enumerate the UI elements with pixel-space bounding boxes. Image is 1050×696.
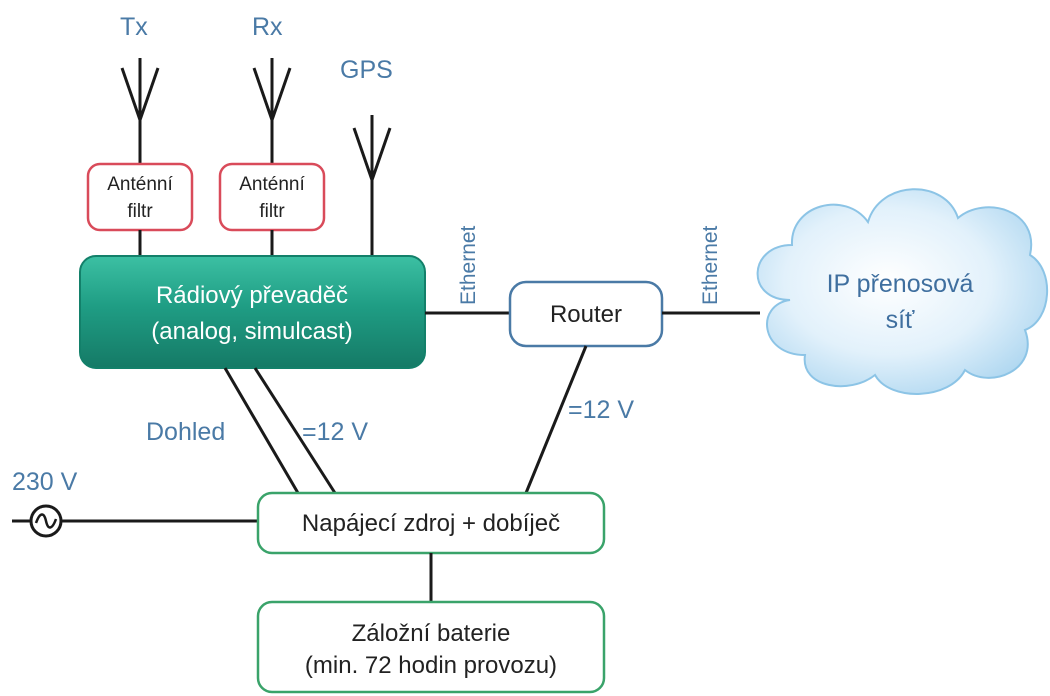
backup-battery-box: Záložní baterie (min. 72 hodin provozu) <box>256 600 606 694</box>
dc-right-label: =12 V <box>568 396 634 424</box>
mains-label: 230 V <box>12 468 78 496</box>
rx-label: Rx <box>252 13 283 41</box>
power-supply-box: Napájecí zdroj + dobíječ <box>256 491 606 555</box>
ac-source-icon <box>29 504 63 538</box>
battery-line1: Záložní baterie <box>352 620 511 647</box>
ethernet-left-label: Ethernet <box>457 225 480 305</box>
power-supply-label: Napájecí zdroj + dobíječ <box>302 510 560 537</box>
router-label: Router <box>550 301 622 328</box>
radio-repeater-box: Rádiový převaděč (analog, simulcast) <box>79 255 426 369</box>
gps-antenna-icon <box>352 115 392 258</box>
filter-tx-line2: filtr <box>127 201 153 222</box>
tx-label: Tx <box>120 13 148 41</box>
filter-rx-line2: filtr <box>259 201 285 222</box>
tx-antenna-icon <box>120 58 160 165</box>
filter-tx-line1: Anténní <box>107 174 173 195</box>
ip-network-cloud-icon: IP přenosová síť <box>756 188 1049 395</box>
ethernet-right-label: Ethernet <box>699 225 722 305</box>
antenna-filter-tx: Anténní filtr <box>86 162 194 232</box>
rx-antenna-icon <box>252 58 292 165</box>
dohled-label: Dohled <box>146 418 225 446</box>
cloud-line1: IP přenosová <box>827 270 974 298</box>
antenna-filter-rx: Anténní filtr <box>218 162 326 232</box>
battery-line2: (min. 72 hodin provozu) <box>305 652 557 679</box>
cloud-line2: síť <box>886 306 915 334</box>
router-box: Router <box>508 280 664 348</box>
dc-left-label: =12 V <box>302 418 368 446</box>
repeater-line1: Rádiový převaděč <box>156 282 348 309</box>
filter-rx-line1: Anténní <box>239 174 305 195</box>
repeater-line2: (analog, simulcast) <box>151 318 352 345</box>
gps-label: GPS <box>340 56 393 84</box>
